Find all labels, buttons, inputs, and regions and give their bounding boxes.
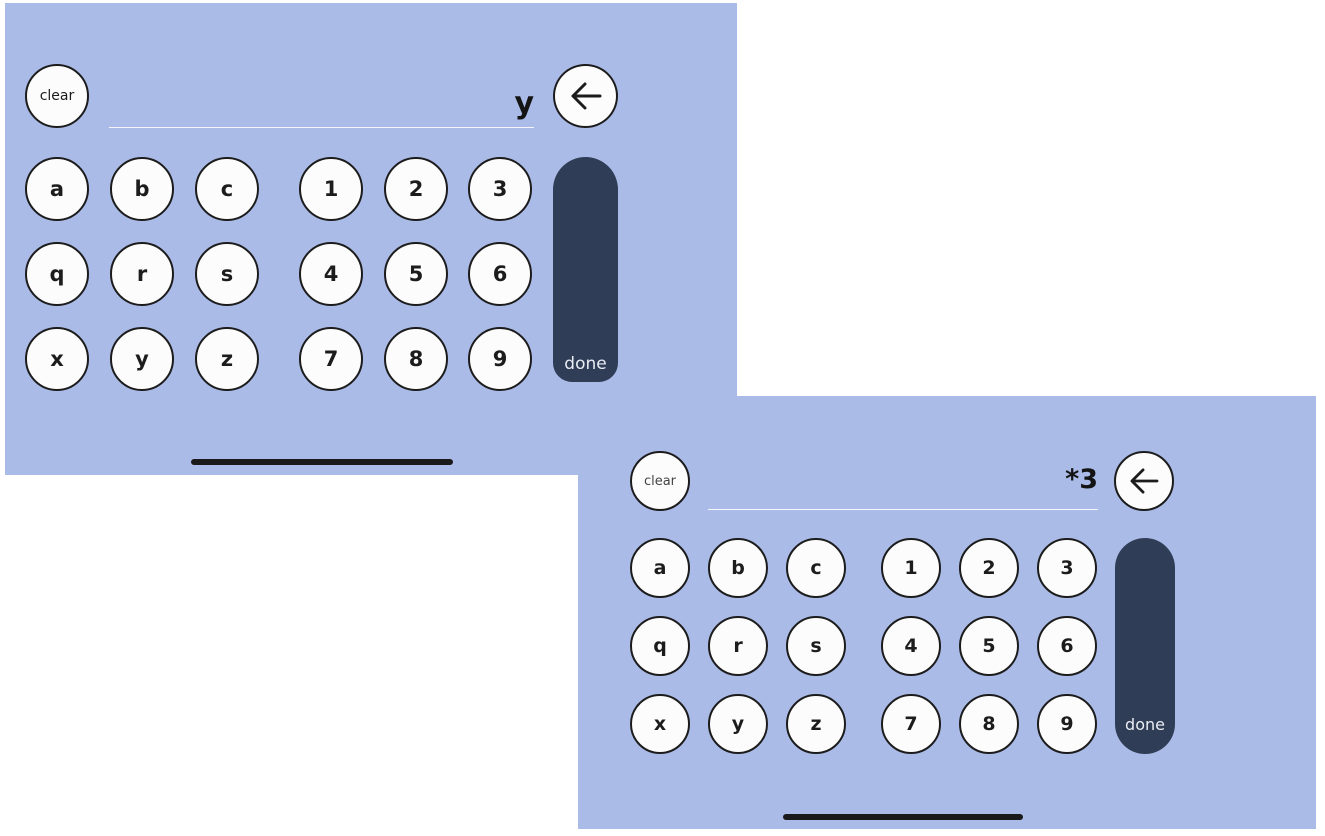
key-4[interactable]: 4 (881, 616, 941, 676)
input-value: *3 (1065, 464, 1098, 495)
done-label: done (564, 354, 607, 374)
key-3[interactable]: 3 (1037, 538, 1097, 598)
key-9[interactable]: 9 (468, 327, 532, 391)
key-b[interactable]: b (110, 157, 174, 221)
key-a[interactable]: a (630, 538, 690, 598)
key-6[interactable]: 6 (468, 242, 532, 306)
key-q[interactable]: q (630, 616, 690, 676)
key-2[interactable]: 2 (384, 157, 448, 221)
key-b[interactable]: b (708, 538, 768, 598)
done-label: done (1125, 715, 1165, 734)
keypad-screen-2: clear *3 a b c q r s x y z 1 2 3 4 5 6 7… (578, 396, 1316, 829)
key-r[interactable]: r (708, 616, 768, 676)
key-6[interactable]: 6 (1037, 616, 1097, 676)
key-4[interactable]: 4 (299, 242, 363, 306)
key-q[interactable]: q (25, 242, 89, 306)
key-s[interactable]: s (195, 242, 259, 306)
done-button[interactable]: done (1115, 538, 1175, 754)
key-z[interactable]: z (786, 694, 846, 754)
key-3[interactable]: 3 (468, 157, 532, 221)
key-c[interactable]: c (195, 157, 259, 221)
key-a[interactable]: a (25, 157, 89, 221)
key-x[interactable]: x (25, 327, 89, 391)
key-2[interactable]: 2 (959, 538, 1019, 598)
key-r[interactable]: r (110, 242, 174, 306)
input-value: y (514, 86, 534, 121)
key-7[interactable]: 7 (881, 694, 941, 754)
arrow-left-icon (571, 82, 601, 110)
arrow-left-icon (1130, 468, 1159, 494)
key-z[interactable]: z (195, 327, 259, 391)
key-1[interactable]: 1 (881, 538, 941, 598)
key-9[interactable]: 9 (1037, 694, 1097, 754)
key-s[interactable]: s (786, 616, 846, 676)
key-5[interactable]: 5 (959, 616, 1019, 676)
key-x[interactable]: x (630, 694, 690, 754)
key-8[interactable]: 8 (384, 327, 448, 391)
home-indicator[interactable] (783, 814, 1023, 820)
key-5[interactable]: 5 (384, 242, 448, 306)
home-indicator[interactable] (191, 459, 453, 465)
clear-button[interactable]: clear (25, 64, 89, 128)
clear-button[interactable]: clear (630, 451, 690, 511)
keypad-screen-1: clear y a b c q r s x y z 1 2 3 4 5 6 7 … (5, 3, 737, 475)
key-1[interactable]: 1 (299, 157, 363, 221)
done-button[interactable]: done (553, 157, 618, 382)
backspace-button[interactable] (1114, 451, 1174, 511)
key-y[interactable]: y (110, 327, 174, 391)
key-c[interactable]: c (786, 538, 846, 598)
backspace-button[interactable] (553, 64, 618, 128)
input-display: y (109, 73, 534, 128)
key-y[interactable]: y (708, 694, 768, 754)
input-display: *3 (708, 456, 1098, 510)
key-8[interactable]: 8 (959, 694, 1019, 754)
key-7[interactable]: 7 (299, 327, 363, 391)
